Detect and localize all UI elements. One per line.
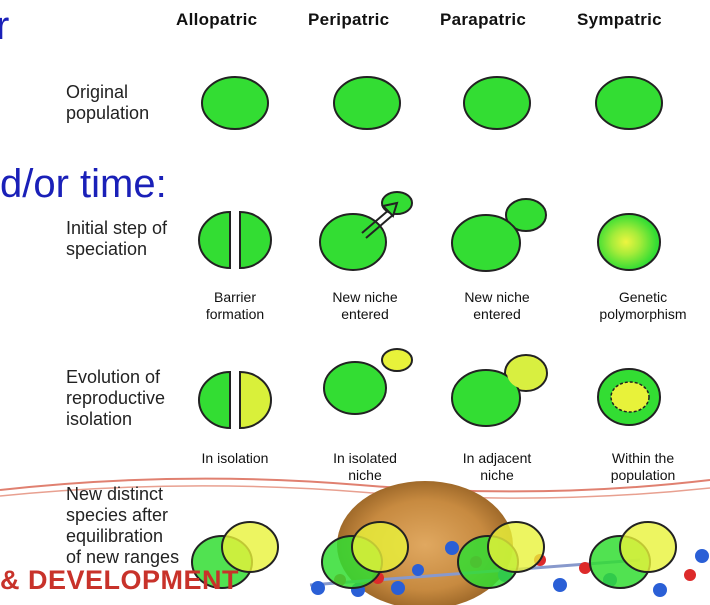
column-header-parapatric: Parapatric [440,10,526,30]
para-yellow [488,522,544,572]
sympatric-polymorphism [598,214,660,270]
column-header-allopatric: Allopatric [176,10,257,30]
initial-step [199,192,660,271]
brand-text: & DEVELOPMENT [0,565,239,596]
caption-genetic-polymorphism: Genetic polymorphism [578,289,708,323]
slide-text-fragment-mid: d/or time: [0,164,167,204]
caption-new-niche-parapatric: New niche entered [432,289,562,323]
caption-within-population: Within the population [578,450,708,484]
allopatric-left-half [199,212,230,268]
caption-barrier-formation: Barrier formation [170,289,300,323]
allopatric-right-yellow [240,372,271,428]
symp-yellow [620,522,676,572]
row-label-new-species: New distinct species after equilibration… [66,484,179,568]
caption-in-adjacent-niche: In adjacent niche [432,450,562,484]
caption-new-niche-peripatric: New niche entered [300,289,430,323]
column-header-peripatric: Peripatric [308,10,389,30]
column-header-sympatric: Sympatric [577,10,662,30]
peripatric-isolated [382,349,412,371]
peri-yellow [352,522,408,572]
row-label-evolution: Evolution of reproductive isolation [66,367,165,430]
original-populations [202,77,662,129]
parapatric-main [452,215,520,271]
allopatric-left-green [199,372,230,428]
population-sympatric [596,77,662,129]
caption-in-isolated-niche: In isolated niche [300,450,430,484]
sympatric-inner [611,382,649,412]
peripatric-main-2 [324,362,386,414]
peripatric-main [320,214,386,270]
evolution-row [199,349,660,428]
caption-in-isolation: In isolation [170,450,300,467]
row-label-original: Original population [66,82,149,124]
allopatric-right-half [240,212,271,268]
slide-text-fragment-top: r [0,6,9,46]
population-parapatric [464,77,530,129]
population-allopatric [202,77,268,129]
population-peripatric [334,77,400,129]
row-label-initial: Initial step of speciation [66,218,167,260]
